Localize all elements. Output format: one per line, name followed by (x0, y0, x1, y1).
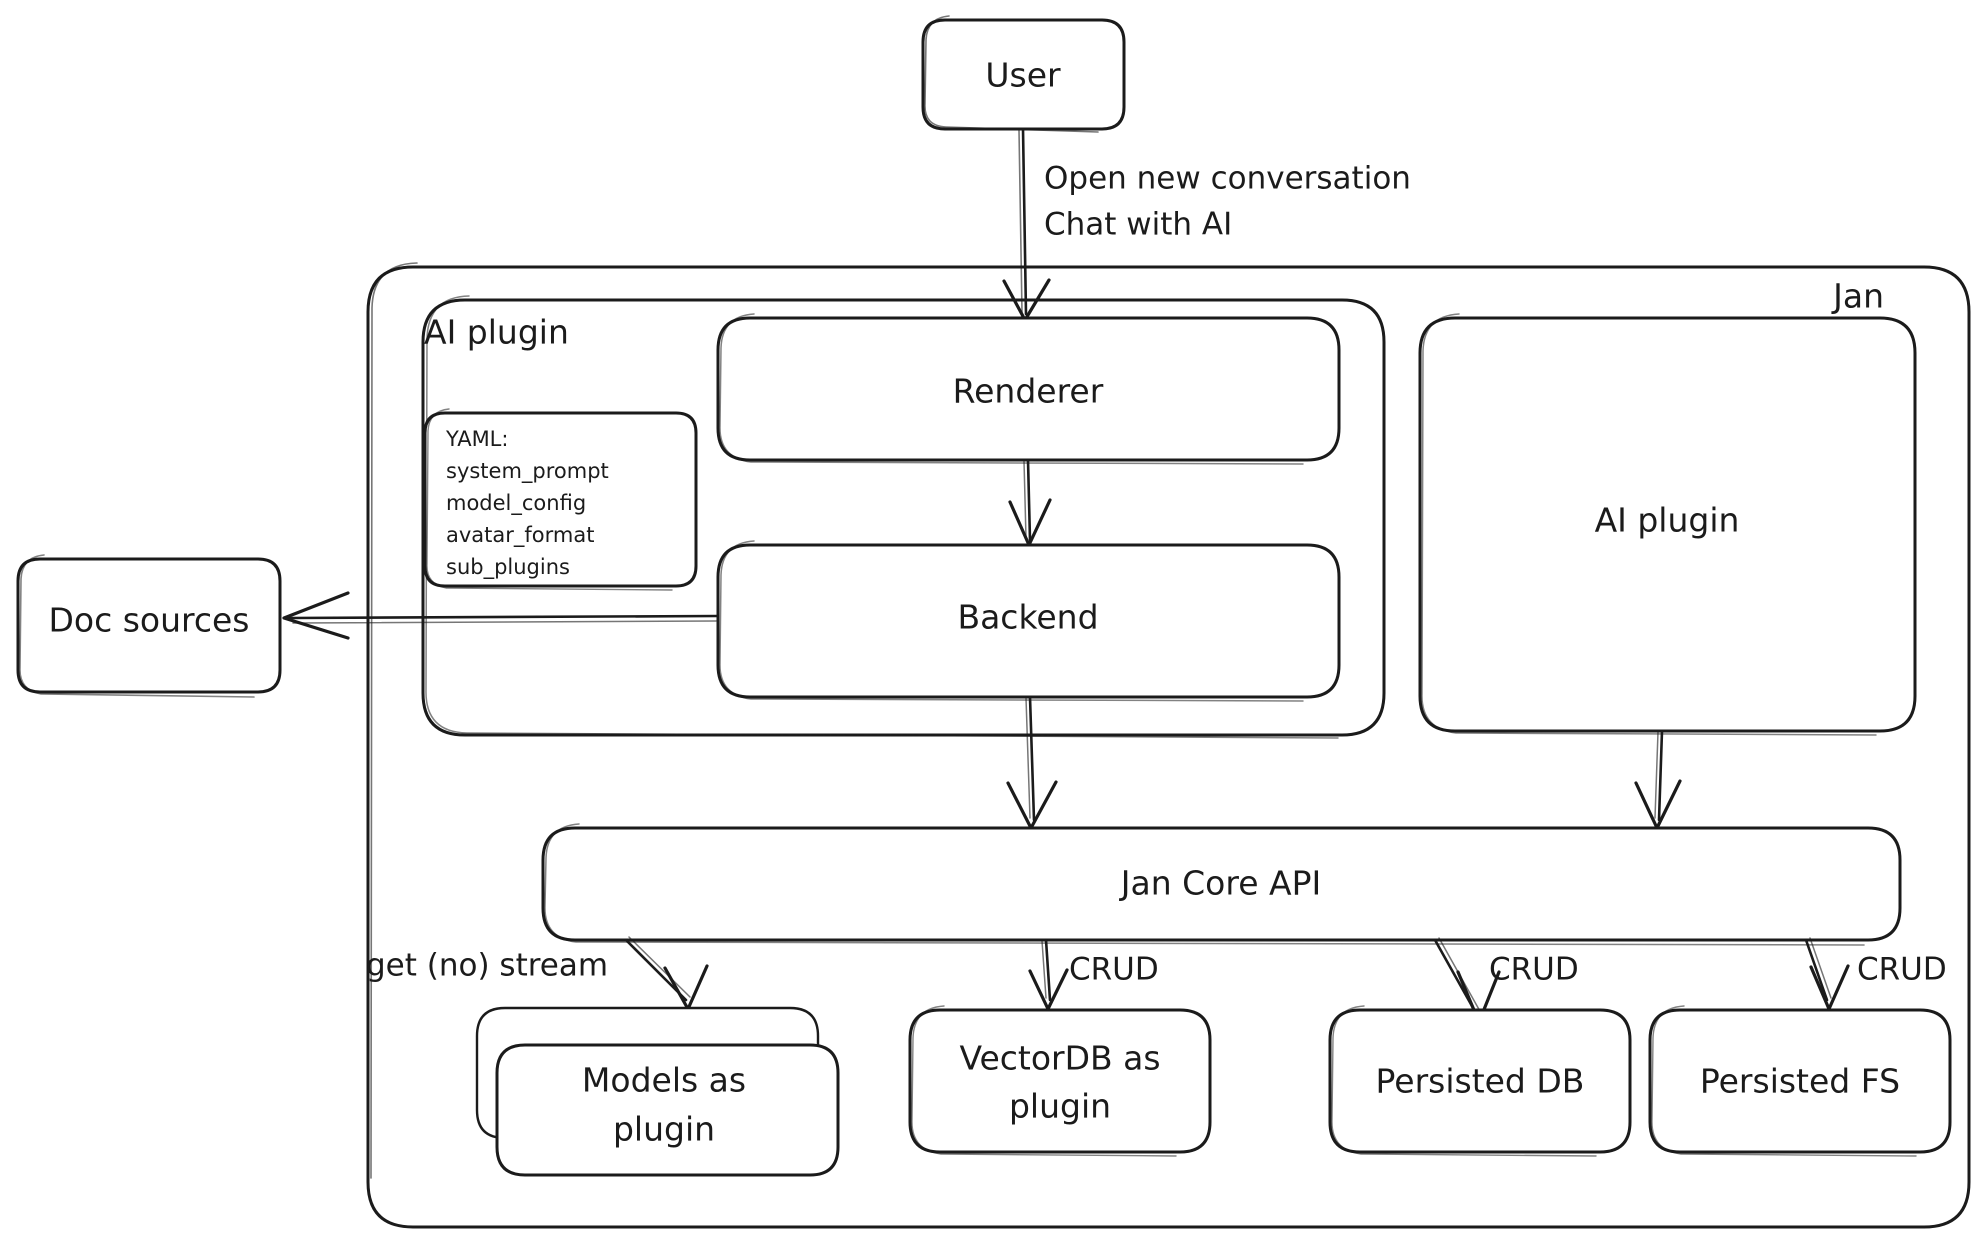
node-vectordb-plugin-label-line2: plugin (1009, 1087, 1111, 1126)
yaml-line-4: sub_plugins (446, 555, 570, 580)
edge-core-to-persisted-fs: CRUD (1804, 937, 1947, 1011)
node-persisted-db-label: Persisted DB (1376, 1062, 1585, 1101)
node-renderer[interactable]: Renderer (716, 313, 1341, 465)
node-doc-sources-label: Doc sources (48, 601, 249, 640)
yaml-line-1: system_prompt (446, 459, 609, 484)
container-ai-plugin: AI plugin (421, 295, 1386, 739)
edge-backend-to-doc-sources (282, 591, 720, 640)
edge-core-to-models: get (no) stream (366, 936, 709, 1011)
yaml-line-3: avatar_format (446, 523, 594, 548)
edge-backend-to-core (1006, 695, 1058, 830)
yaml-line-0: YAML: (445, 427, 508, 451)
node-jan-core-api-label: Jan Core API (1119, 864, 1321, 903)
node-persisted-db[interactable]: Persisted DB (1328, 1005, 1632, 1157)
container-jan-label: Jan (1831, 277, 1884, 316)
node-models-plugin[interactable]: Models as plugin (475, 1006, 840, 1177)
node-vectordb-plugin-label-line1: VectorDB as (959, 1039, 1160, 1078)
node-doc-sources[interactable]: Doc sources (16, 554, 282, 698)
edge-renderer-to-backend (1008, 458, 1052, 547)
node-backend[interactable]: Backend (716, 540, 1341, 702)
node-user[interactable]: User (921, 15, 1126, 133)
node-persisted-fs-label: Persisted FS (1700, 1062, 1900, 1101)
edge-user-to-renderer: Open new conversation Chat with AI (1002, 127, 1411, 322)
edge-core-to-vectordb-label: CRUD (1069, 952, 1159, 988)
container-jan: Jan (366, 262, 1971, 1229)
edge-user-to-renderer-label-line2: Chat with AI (1044, 207, 1232, 243)
node-yaml-note: YAML: system_prompt model_config avatar_… (423, 408, 698, 591)
edge-core-to-persisted-db-label: CRUD (1489, 952, 1579, 988)
node-jan-core-api[interactable]: Jan Core API (541, 823, 1902, 946)
edge-core-to-models-label: get (no) stream (366, 948, 608, 984)
edge-user-to-renderer-label-line1: Open new conversation (1044, 161, 1411, 197)
edge-ai-plugin-to-core (1634, 729, 1682, 830)
node-ai-plugin-box[interactable]: AI plugin (1418, 313, 1917, 736)
edge-core-to-persisted-fs-label: CRUD (1857, 952, 1947, 988)
node-ai-plugin-box-label: AI plugin (1595, 501, 1740, 540)
node-user-label: User (985, 56, 1061, 95)
node-models-plugin-label-line1: Models as (582, 1061, 746, 1100)
node-persisted-fs[interactable]: Persisted FS (1648, 1005, 1952, 1157)
node-backend-label: Backend (957, 598, 1098, 637)
node-renderer-label: Renderer (953, 372, 1104, 411)
node-vectordb-plugin[interactable]: VectorDB as plugin (908, 1005, 1212, 1157)
yaml-line-2: model_config (446, 491, 586, 516)
edge-core-to-vectordb: CRUD (1028, 938, 1159, 1011)
node-models-plugin-label-line2: plugin (613, 1110, 715, 1149)
container-ai-plugin-label: AI plugin (424, 313, 569, 352)
